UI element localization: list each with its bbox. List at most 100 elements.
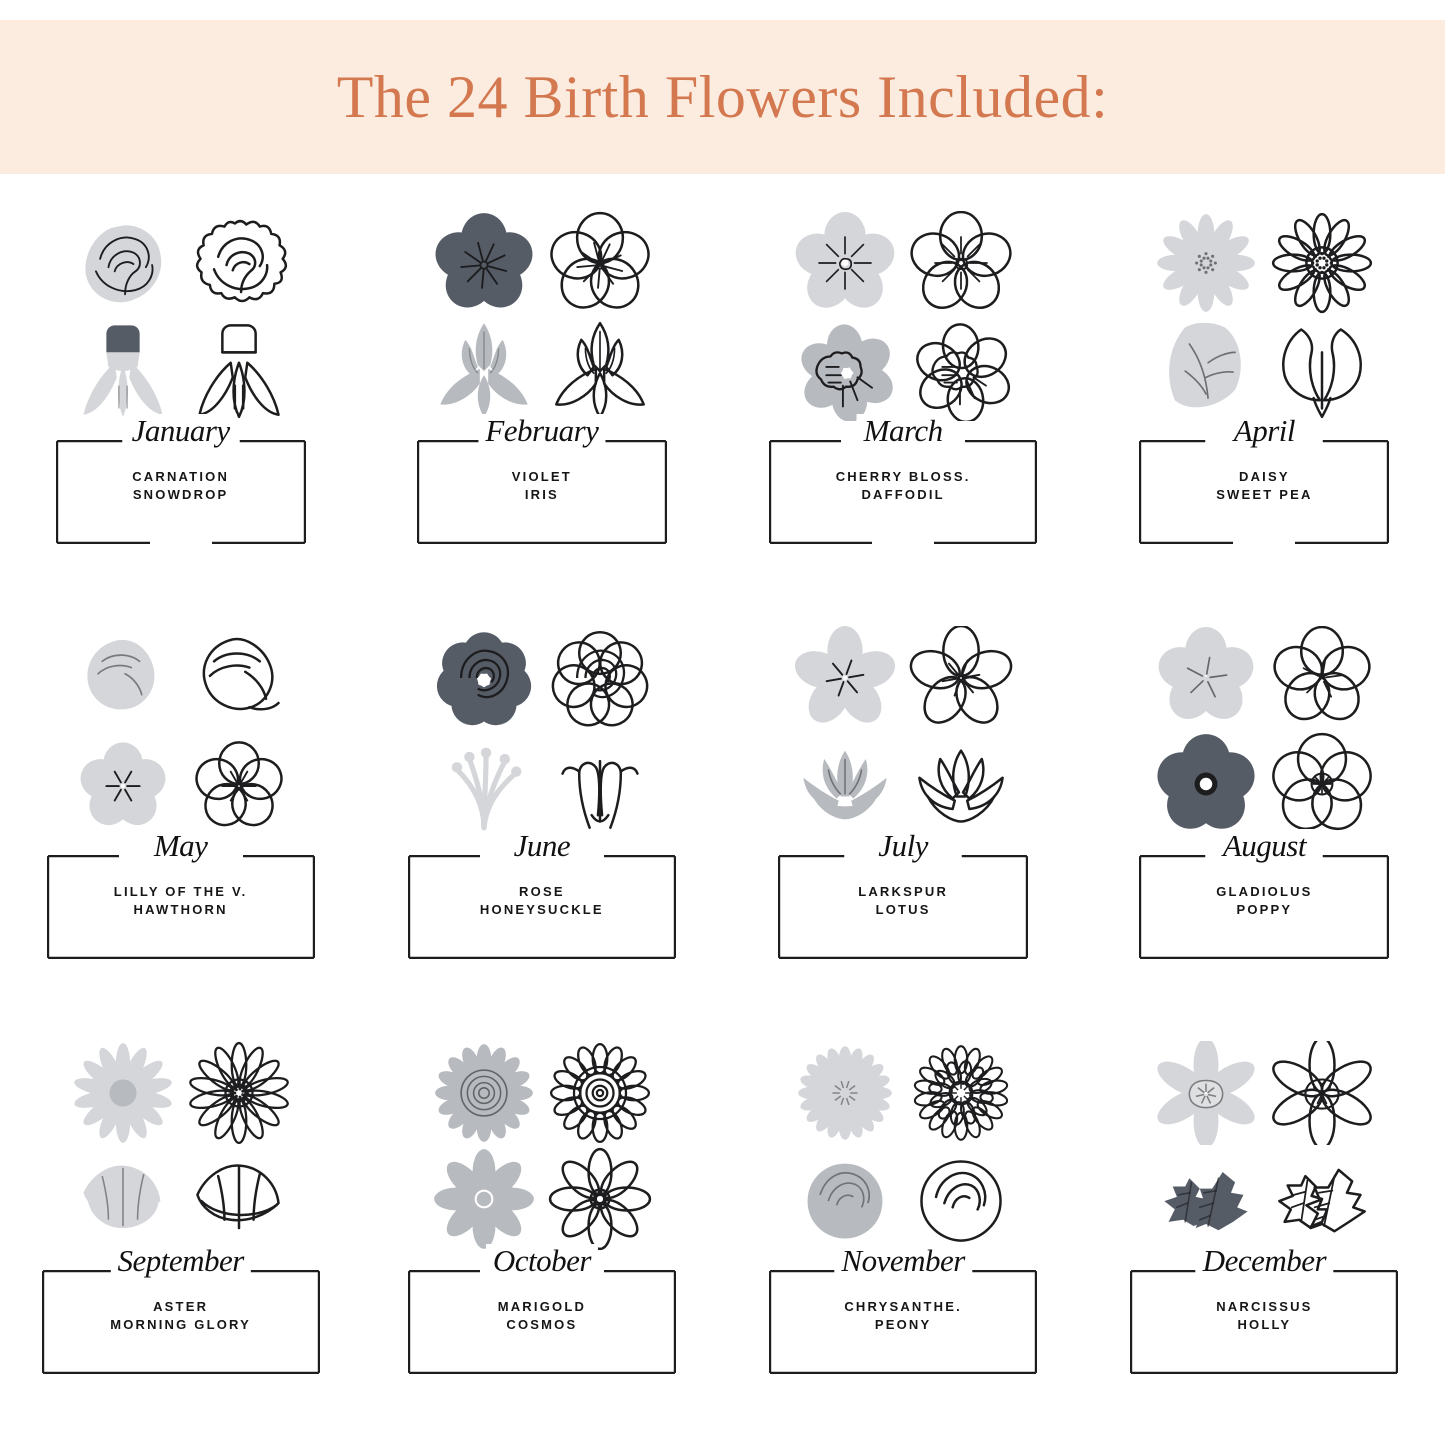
- flower-name: IRIS: [524, 487, 559, 503]
- lotus-filled-icon: [787, 731, 903, 837]
- rose-outline-icon: [542, 625, 658, 731]
- flower-name: COSMOS: [506, 1317, 578, 1333]
- flower-name: LARKSPUR: [858, 884, 949, 899]
- flower-name: SWEET PEA: [1216, 487, 1313, 503]
- label-frame: [769, 1270, 1038, 1374]
- chrysanthemum-filled-icon: [787, 1040, 903, 1146]
- month-name: January: [124, 413, 237, 449]
- flower-name: CHRYSANTHE.: [844, 1299, 962, 1314]
- flower-name: DAFFODIL: [861, 487, 945, 503]
- flower-illustrations: [426, 210, 658, 422]
- flower-illustrations: [787, 1040, 1019, 1252]
- month-name: April: [1226, 413, 1302, 449]
- flower-name: ROSE: [519, 884, 565, 899]
- flower-name: HAWTHORN: [133, 902, 228, 918]
- flower-name: GLADIOLUS: [1216, 884, 1313, 899]
- daffodil-outline-icon: [903, 316, 1019, 422]
- daisy-filled-icon: [1148, 210, 1264, 316]
- marigold-outline-icon: [542, 1040, 658, 1146]
- holly-outline-icon: [1264, 1146, 1380, 1252]
- honeysuckle-outline-icon: [542, 731, 658, 837]
- larkspur-outline-icon: [903, 625, 1019, 731]
- flower-illustrations: [787, 625, 1019, 837]
- month-name: December: [1195, 1243, 1334, 1279]
- chrysanthemum-outline-icon: [903, 1040, 1019, 1146]
- rose-filled-icon: [426, 625, 542, 731]
- flower-names: LARKSPUR LOTUS: [778, 883, 1028, 920]
- morning-glory-outline-icon: [181, 1146, 297, 1252]
- flower-illustrations: [65, 210, 297, 422]
- page-title: The 24 Birth Flowers Included:: [336, 64, 1109, 130]
- hawthorn-filled-icon: [65, 731, 181, 837]
- flower-illustrations: [1148, 1040, 1380, 1252]
- flower-illustrations: [1148, 210, 1380, 422]
- daffodil-filled-icon: [787, 316, 903, 422]
- flower-names: CHRYSANTHE.PEONY: [769, 1298, 1037, 1335]
- carnation-outline-icon: [181, 210, 297, 316]
- flower-name: CHERRY BLOSS.: [835, 469, 971, 484]
- aster-outline-icon: [181, 1040, 297, 1146]
- flower-name: SNOWDROP: [132, 487, 229, 503]
- flower-illustrations: [426, 625, 658, 837]
- honeysuckle-filled-icon: [426, 731, 542, 837]
- morning-glory-filled-icon: [65, 1146, 181, 1252]
- header-banner: The 24 Birth Flowers Included:: [0, 20, 1445, 174]
- lotus-outline-icon: [903, 731, 1019, 837]
- lily-of-valley-filled-icon: [65, 625, 181, 731]
- carnation-filled-icon: [65, 210, 181, 316]
- flower-illustrations: [787, 210, 1019, 422]
- daisy-outline-icon: [1264, 210, 1380, 316]
- cosmos-outline-icon: [542, 1146, 658, 1252]
- flower-illustrations: [1148, 625, 1380, 837]
- flower-name: LILLY OF THE V.: [113, 884, 248, 899]
- label-frame: [46, 855, 315, 959]
- violet-filled-icon: [426, 210, 542, 316]
- flower-names: CHERRY BLOSS. DAFFODIL: [769, 468, 1037, 505]
- peony-filled-icon: [787, 1146, 903, 1252]
- flower-name: LOTUS: [875, 902, 931, 918]
- flower-name: ASTER: [153, 1299, 209, 1314]
- month-name: May: [146, 828, 215, 864]
- month-name: March: [856, 413, 950, 449]
- label-frame: [416, 440, 667, 544]
- label-frame: [41, 1270, 320, 1374]
- label-frame: [407, 855, 676, 959]
- flower-name: HONEYSUCKLE: [479, 902, 604, 918]
- label-frame: [769, 440, 1038, 544]
- hawthorn-outline-icon: [181, 731, 297, 837]
- sweet-pea-filled-icon: [1148, 316, 1264, 422]
- iris-filled-icon: [426, 316, 542, 422]
- flower-illustrations: [426, 1040, 658, 1252]
- month-name: September: [110, 1243, 251, 1279]
- holly-filled-icon: [1148, 1146, 1264, 1252]
- snowdrop-filled-icon: [65, 316, 181, 422]
- flower-illustrations: [65, 625, 297, 837]
- peony-outline-icon: [903, 1146, 1019, 1252]
- sweet-pea-outline-icon: [1264, 316, 1380, 422]
- month-name: February: [478, 413, 606, 449]
- label-frame: [778, 855, 1029, 959]
- month-name: August: [1215, 828, 1313, 864]
- label-frame: [1130, 1270, 1399, 1374]
- label-frame: [55, 440, 306, 544]
